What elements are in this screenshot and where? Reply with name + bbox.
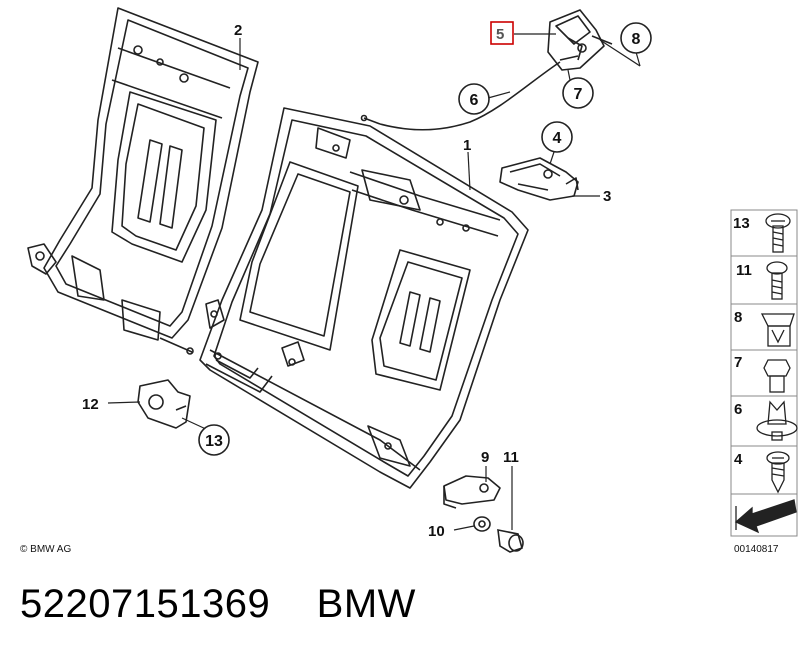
bracket-part-12 — [137, 379, 191, 429]
legend-item-11: 11 — [736, 262, 752, 279]
callout-7-circle: 7 — [562, 77, 594, 109]
hex-bolt-icon — [763, 359, 791, 393]
callout-7: 7 — [574, 86, 583, 103]
legend-item-4: 4 — [734, 451, 743, 468]
callout-10: 10 — [428, 523, 445, 540]
callout-1: 1 — [463, 137, 471, 154]
hardware-legend: 13 11 8 7 6 4 — [730, 209, 798, 537]
callout-4-circle: 4 — [541, 121, 573, 153]
callout-8: 8 — [632, 31, 641, 48]
callout-11: 11 — [503, 449, 519, 466]
legend-item-6: 6 — [734, 401, 742, 418]
backrest-frame-right — [199, 107, 529, 489]
lock-mechanism — [499, 157, 579, 201]
callout-13-circle: 13 — [198, 424, 230, 456]
clip-nut-icon — [760, 313, 795, 347]
expanding-rivet-icon — [756, 400, 798, 441]
arrow-icon — [734, 499, 797, 534]
callout-4: 4 — [553, 130, 562, 147]
release-cable — [360, 55, 579, 131]
release-handle-assembly — [547, 9, 613, 71]
callout-8-circle: 8 — [620, 22, 652, 54]
bolt-part-11 — [497, 528, 524, 553]
backrest-frame-left — [27, 7, 259, 355]
bolt-icon — [766, 261, 788, 300]
part-caption: 52207151369 BMW — [20, 582, 416, 627]
callout-13: 13 — [205, 433, 223, 450]
callout-6-circle: 6 — [458, 83, 490, 115]
callout-9: 9 — [481, 449, 489, 466]
diagram-number: 00140817 — [734, 544, 779, 555]
copyright: © BMW AG — [20, 544, 71, 555]
callout-3: 3 — [603, 188, 611, 205]
screw-icon — [765, 213, 791, 253]
washer-part-10 — [473, 516, 491, 532]
part-number: 52207151369 — [20, 582, 271, 626]
bracket-part-9 — [443, 475, 501, 509]
callout-6: 6 — [470, 92, 479, 109]
legend-item-8: 8 — [734, 309, 742, 326]
legend-item-13: 13 — [733, 215, 750, 232]
callout-5: 5 — [496, 26, 504, 43]
self-tapping-screw-icon — [766, 451, 790, 494]
leader-lines — [107, 33, 641, 531]
callout-2: 2 — [234, 22, 242, 39]
callout-12: 12 — [82, 396, 99, 413]
legend-item-7: 7 — [734, 354, 742, 371]
brand-name: BMW — [316, 582, 416, 626]
callout-5-box — [490, 21, 514, 45]
